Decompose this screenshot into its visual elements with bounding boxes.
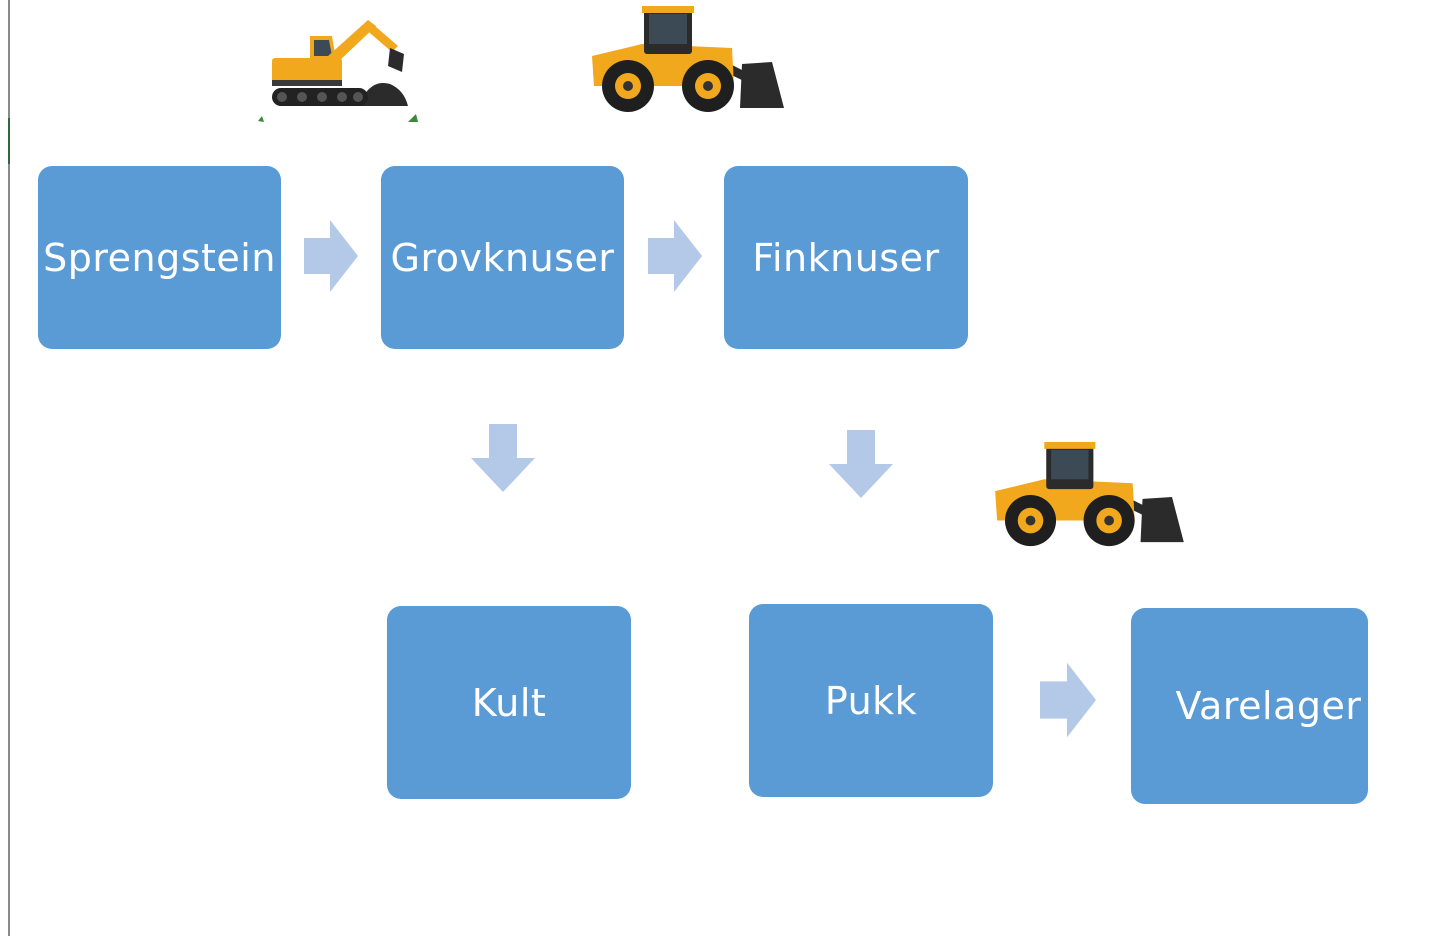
node-sprengstein-label: Sprengstein	[43, 235, 276, 280]
excavator-icon	[258, 6, 423, 124]
arrow-pukk-to-varelager	[1040, 661, 1096, 739]
left-edge-accent	[8, 118, 10, 164]
arrow-grovknuser-to-kult	[471, 424, 535, 492]
left-edge-line	[8, 0, 10, 936]
node-finknuser-label: Finknuser	[752, 235, 940, 280]
wheel-loader-icon	[985, 440, 1190, 552]
node-varelager-label: Varelager	[1175, 684, 1362, 728]
node-finknuser: Finknuser	[724, 166, 968, 349]
node-kult-label: Kult	[471, 680, 547, 725]
node-grovknuser: Grovknuser	[381, 166, 624, 349]
node-kult: Kult	[387, 606, 631, 799]
wheel-loader-icon	[582, 4, 790, 118]
arrow-grovknuser-to-finknuser	[648, 220, 702, 292]
node-pukk: Pukk	[749, 604, 993, 797]
node-varelager: Varelager	[1131, 608, 1368, 804]
node-pukk-label: Pukk	[824, 678, 918, 723]
arrow-sprengstein-to-grovknuser	[304, 220, 358, 292]
node-sprengstein: Sprengstein	[38, 166, 281, 349]
arrow-finknuser-to-pukk	[829, 430, 893, 498]
node-grovknuser-label: Grovknuser	[390, 235, 615, 280]
